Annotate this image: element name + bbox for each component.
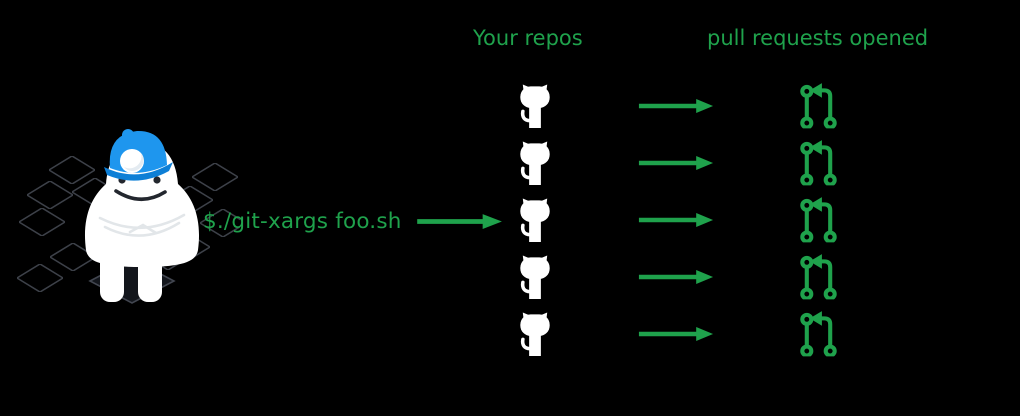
github-octocat-icon xyxy=(518,311,552,356)
github-octocat-icon xyxy=(518,83,552,128)
repo-to-pr-row xyxy=(0,248,1020,305)
right-arrow-icon xyxy=(637,269,714,285)
right-arrow-icon xyxy=(637,326,714,342)
github-octocat-icon xyxy=(518,254,552,299)
repo-to-pr-row xyxy=(0,305,1020,362)
git-pull-request-icon xyxy=(799,82,838,129)
git-pull-request-icon xyxy=(799,253,838,300)
yeti-mascot xyxy=(17,129,240,304)
command-text: $./git-xargs foo.sh xyxy=(203,209,402,234)
repo-to-pr-row xyxy=(0,191,1020,248)
repo-rows xyxy=(0,77,1020,362)
repo-to-pr-row xyxy=(0,77,1020,134)
repos-column-header: Your repos xyxy=(473,26,583,50)
miner-helmet-icon xyxy=(104,129,173,181)
prs-column-header: pull requests opened xyxy=(707,26,929,50)
repo-to-pr-row xyxy=(0,134,1020,191)
github-octocat-icon xyxy=(518,197,552,242)
right-arrow-icon xyxy=(637,155,714,171)
git-pull-request-icon xyxy=(799,310,838,357)
right-arrow-icon xyxy=(637,98,714,114)
right-arrow-icon xyxy=(637,212,714,228)
git-pull-request-icon xyxy=(799,139,838,186)
github-octocat-icon xyxy=(518,140,552,185)
git-pull-request-icon xyxy=(799,196,838,243)
